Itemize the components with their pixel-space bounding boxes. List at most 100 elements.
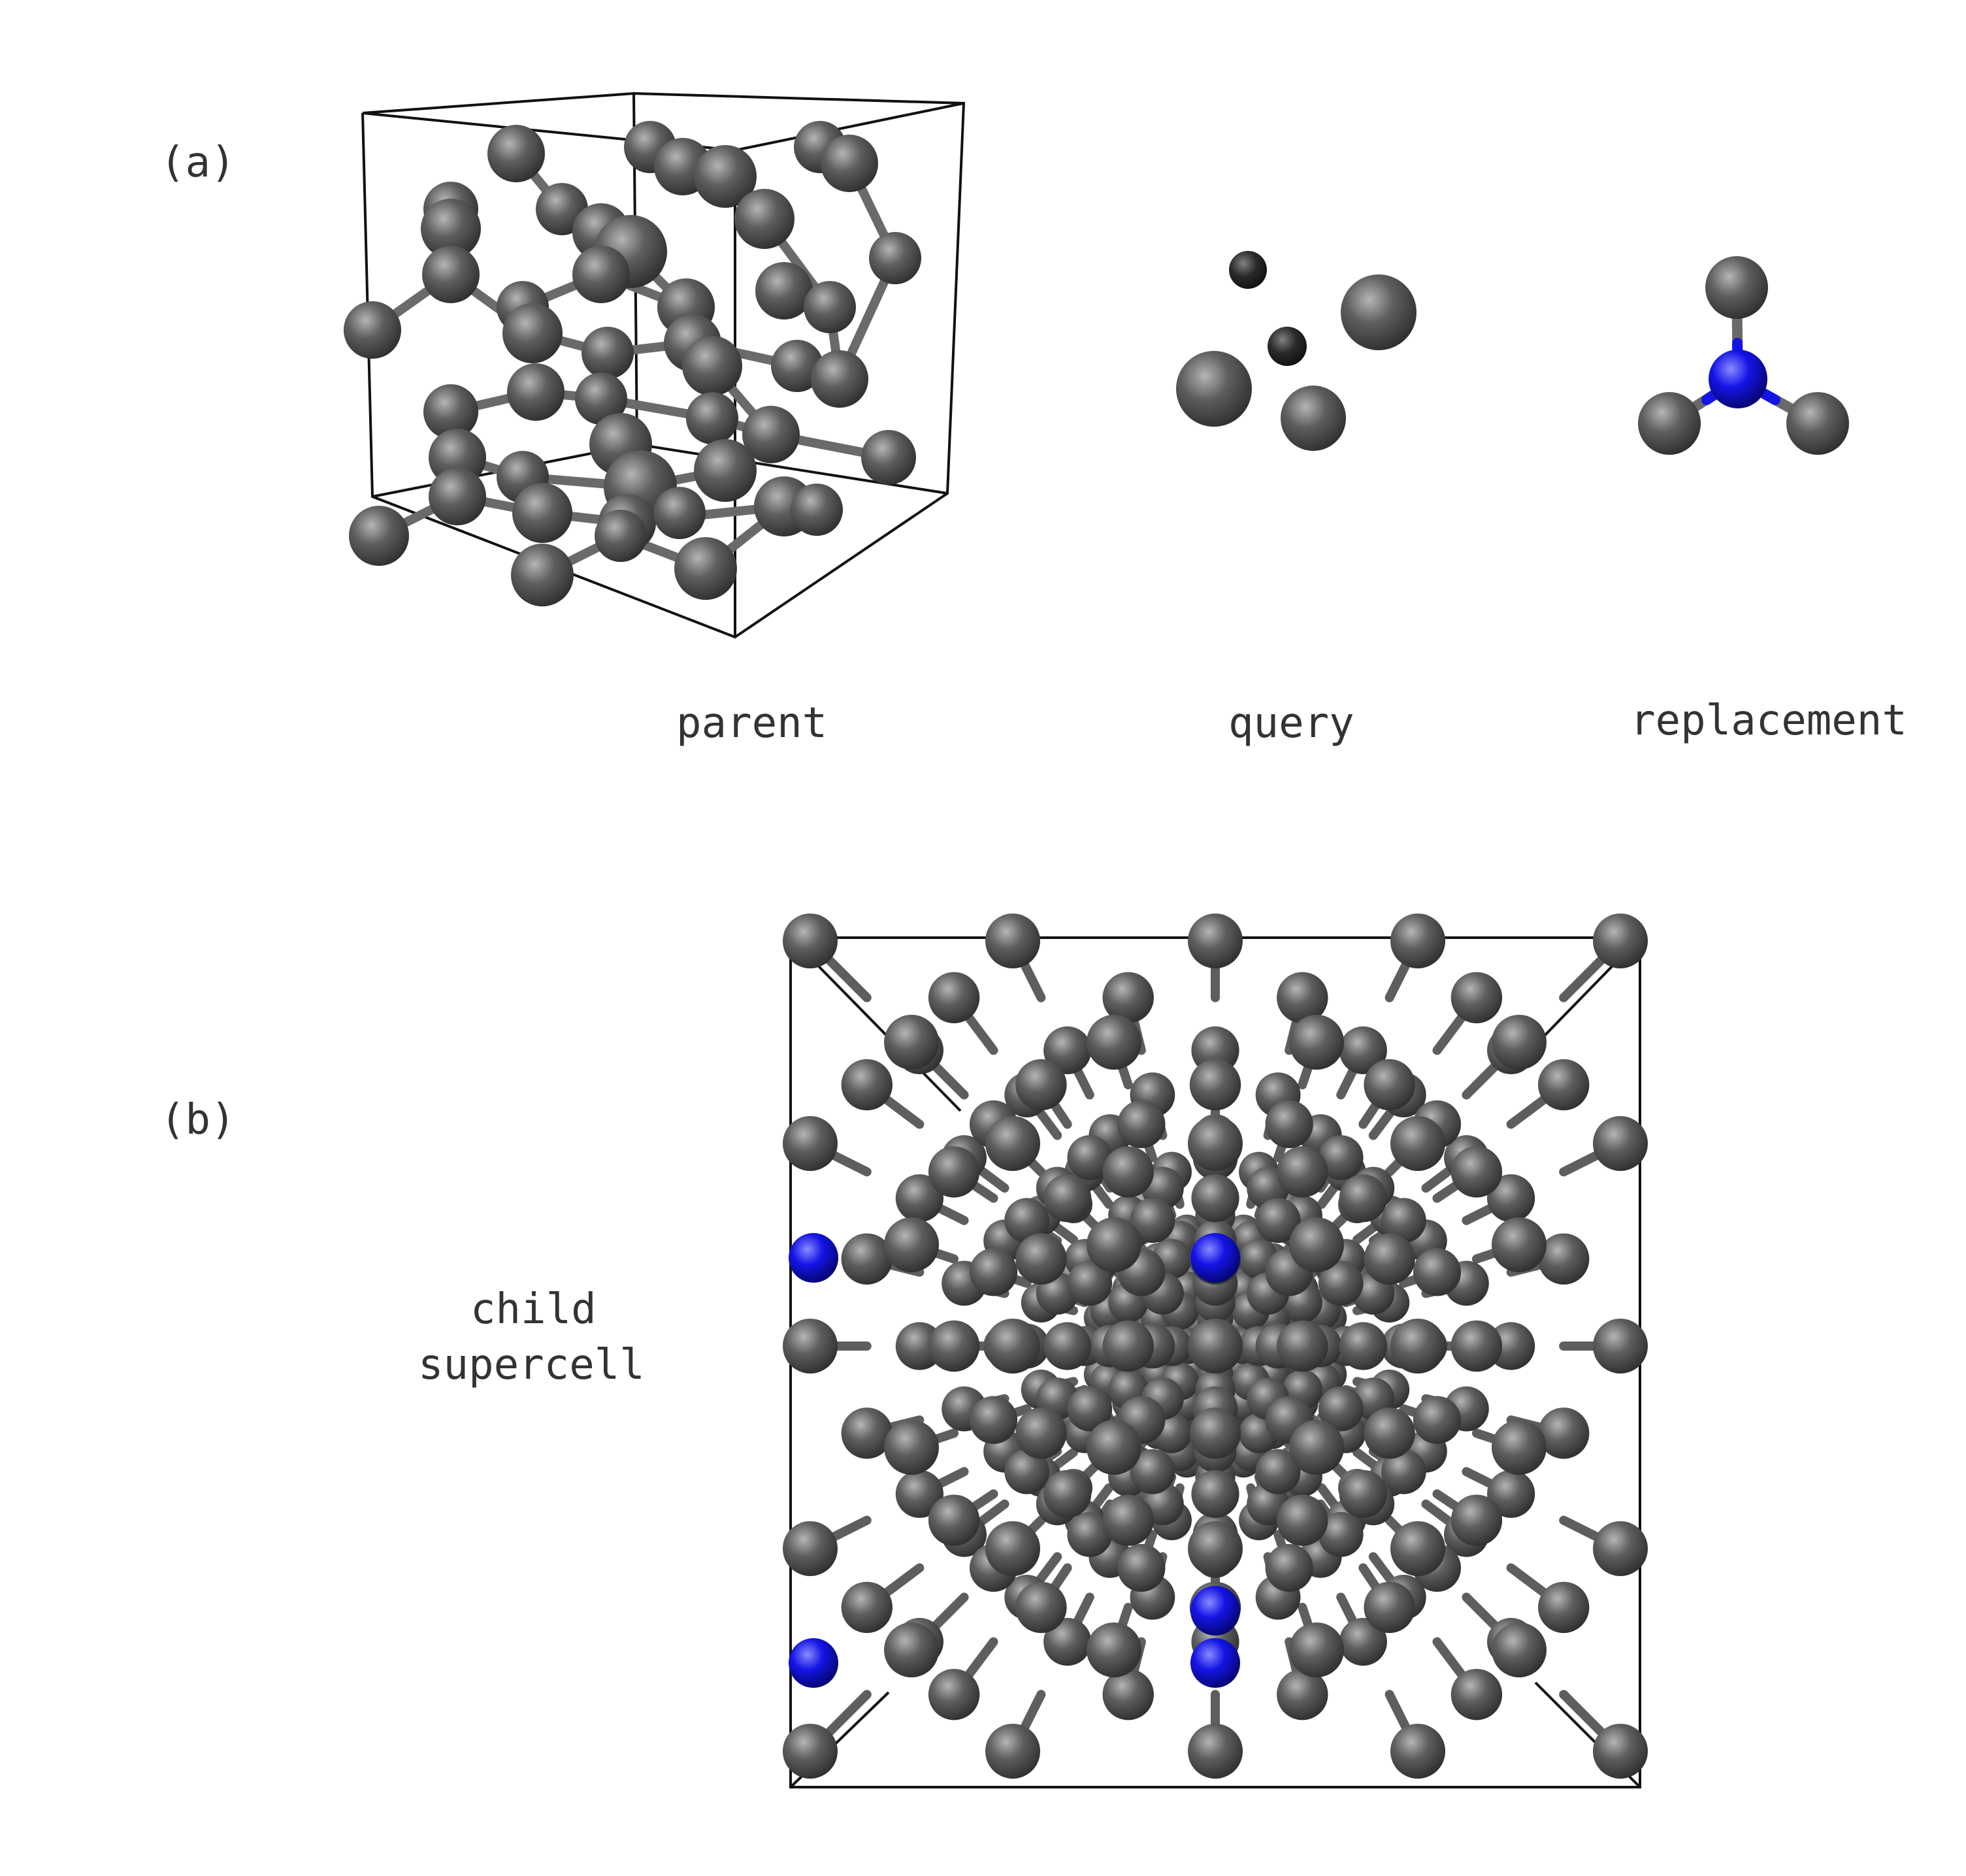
parent-atom <box>575 372 627 425</box>
supercell-atom <box>1593 1319 1648 1374</box>
supercell-atom <box>1390 1724 1445 1779</box>
supercell-atom <box>1277 1669 1328 1720</box>
parent-structure <box>344 91 966 639</box>
supercell-atom <box>841 1407 893 1459</box>
supercell-atom <box>1277 972 1328 1024</box>
substituted-atom <box>1190 1586 1240 1636</box>
supercell-atom <box>1450 1669 1503 1720</box>
supercell-atom <box>1087 1420 1141 1475</box>
parent-atom <box>422 246 480 303</box>
supercell-atom <box>1289 1217 1344 1272</box>
supercell-atom <box>1339 1174 1387 1223</box>
supercell-atom <box>1450 1320 1503 1372</box>
supercell-atom <box>1087 1217 1141 1272</box>
parent-atom <box>511 544 574 606</box>
parent-atom <box>572 246 630 303</box>
supercell-atom <box>1289 1622 1344 1677</box>
supercell-atom <box>783 1521 838 1576</box>
supercell-atom <box>1538 1581 1590 1634</box>
supercell-atom <box>783 1116 838 1171</box>
supercell-atom <box>884 1622 939 1677</box>
query-atom <box>1176 351 1252 427</box>
supercell-atoms <box>783 913 1648 1779</box>
supercell-atom <box>1043 1618 1092 1666</box>
supercell-atom <box>1191 1174 1239 1223</box>
supercell-atom <box>1318 1135 1364 1181</box>
supercell-atom <box>1364 1059 1415 1111</box>
supercell-atom <box>1450 972 1503 1024</box>
supercell-atom <box>1004 1198 1050 1243</box>
supercell-atom <box>1255 1198 1301 1243</box>
replacement-atom <box>1638 392 1701 455</box>
parent-atom <box>653 487 706 539</box>
supercell-atom <box>1538 1059 1590 1111</box>
parent-atom <box>694 439 757 502</box>
supercell-atom <box>1102 1320 1154 1372</box>
supercell-atom <box>1067 1511 1113 1557</box>
supercell-atom <box>1413 1248 1462 1296</box>
parent-atom <box>861 430 916 485</box>
supercell-atom <box>1364 1407 1415 1459</box>
parent-atom <box>507 363 565 421</box>
supercell-atom <box>928 972 980 1024</box>
parent-atom <box>423 384 478 439</box>
supercell-atom <box>985 913 1040 968</box>
supercell-atom <box>884 1217 939 1272</box>
supercell-atom <box>1189 1059 1241 1111</box>
parent-atom <box>582 327 634 379</box>
supercell-atom <box>1043 1322 1092 1370</box>
supercell-atom <box>1189 1407 1241 1459</box>
supercell-atom <box>1487 1174 1535 1223</box>
supercell-atom <box>1265 1543 1313 1592</box>
parent-atom <box>686 392 738 444</box>
supercell-atom <box>1102 1494 1154 1546</box>
supercell-atom <box>1390 1521 1445 1576</box>
parent-label: parent <box>676 699 827 748</box>
query-structure <box>1176 251 1417 451</box>
supercell-atom <box>1102 1669 1154 1720</box>
supercell-atom <box>1087 1622 1141 1677</box>
replacement-structure <box>1638 256 1849 455</box>
supercell-atom <box>928 1146 980 1198</box>
supercell-atom <box>783 1724 838 1779</box>
parent-atom <box>349 506 409 566</box>
supercell-atom <box>928 1669 980 1720</box>
child-label-line2: supercell <box>418 1341 645 1389</box>
parent-atom <box>821 135 878 192</box>
supercell-atom <box>841 1059 893 1111</box>
substituted-atom <box>789 1233 838 1283</box>
parent-atom <box>487 125 545 182</box>
supercell-atom <box>1364 1233 1415 1285</box>
parent-atom <box>791 484 843 536</box>
supercell-atom <box>1492 1015 1547 1070</box>
supercell-atom <box>841 1581 893 1634</box>
supercell-atom <box>1188 1521 1243 1576</box>
supercell-atom <box>1593 913 1648 968</box>
supercell-atom <box>884 1015 939 1070</box>
supercell-atom <box>928 1320 980 1372</box>
panel-a-label: (a) <box>160 139 236 187</box>
query-atom <box>1229 251 1267 289</box>
supercell-atom <box>1191 1470 1239 1518</box>
supercell-atom <box>1043 1470 1092 1518</box>
supercell-atom <box>1492 1622 1547 1677</box>
substituted-atom <box>1190 1638 1240 1688</box>
supercell-atom <box>1318 1511 1364 1557</box>
parent-atom <box>344 301 401 359</box>
supercell-atom <box>1538 1407 1590 1459</box>
parent-atom <box>682 336 742 396</box>
parent-atom <box>421 199 481 259</box>
supercell-atom <box>1318 1386 1364 1432</box>
supercell-atom <box>1593 1521 1648 1576</box>
supercell-atom <box>1015 1407 1067 1459</box>
supercell-atom <box>1277 1146 1328 1198</box>
supercell-atom <box>783 913 838 968</box>
supercell-atom <box>1390 913 1445 968</box>
supercell-atom <box>1364 1581 1415 1634</box>
supercell-atom <box>1339 1026 1387 1074</box>
supercell-atom <box>1265 1100 1313 1149</box>
replacement-atom <box>1705 256 1768 319</box>
supercell-atom <box>1289 1420 1344 1475</box>
supercell-atom <box>1339 1618 1387 1666</box>
parent-atom <box>674 537 737 600</box>
